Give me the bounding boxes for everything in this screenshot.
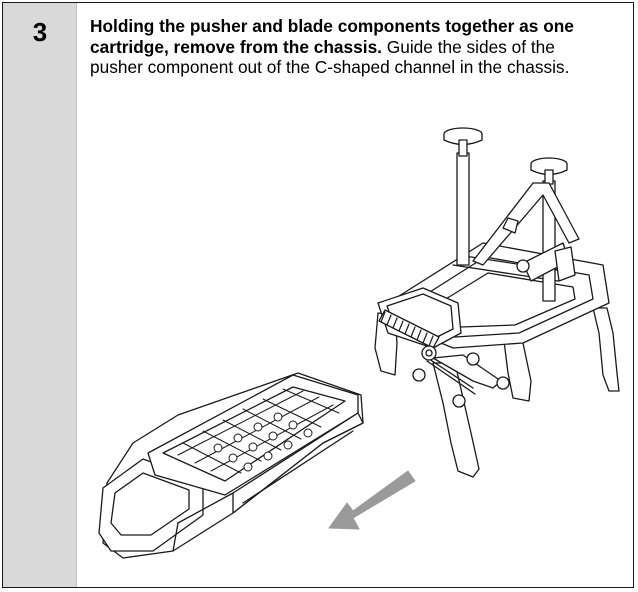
pusher-blade-cartridge	[98, 372, 364, 559]
chassis	[374, 127, 620, 478]
step-instruction-rest: Guide the sides of the pusher component …	[90, 36, 570, 78]
step-instruction: Holding the pusher and blade components …	[90, 16, 610, 78]
step-instruction-bold: Holding the pusher and blade components …	[90, 16, 574, 57]
cartridge-removal-illustration	[98, 127, 620, 559]
removal-direction-arrow	[328, 470, 416, 530]
step-content: Holding the pusher and blade components …	[77, 3, 633, 587]
step-number: 3	[32, 17, 48, 47]
step-number-column: 3	[3, 3, 77, 587]
